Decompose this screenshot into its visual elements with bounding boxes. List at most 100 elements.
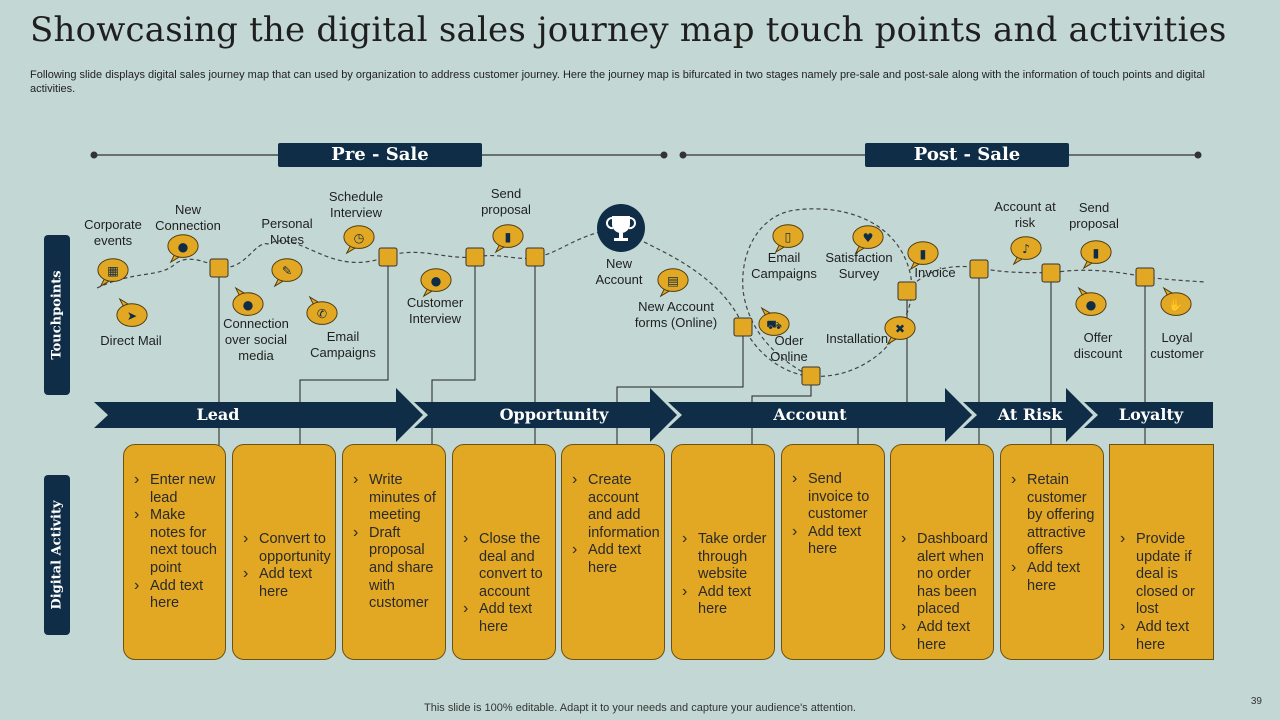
tp-label-new-account-forms: New Account forms (Online) — [634, 299, 718, 330]
pre-sale-line-end-dot — [660, 151, 668, 159]
stage-name-loyalty: Loyalty — [1118, 405, 1184, 424]
path-node-2 — [378, 247, 398, 267]
stage-name-lead: Lead — [196, 405, 240, 424]
band-at-risk — [963, 388, 1093, 442]
path-nodes — [209, 247, 1155, 386]
tp-label-new-connection: New Connection — [155, 202, 221, 233]
tp-label-account-at-risk: Account at risk — [994, 199, 1056, 230]
svg-text:✆: ✆ — [317, 307, 327, 321]
svg-text:●: ● — [1086, 298, 1097, 312]
tp-label-corporate-events: Corporate events — [84, 217, 142, 248]
stage-post-sale: Post - Sale — [865, 143, 1069, 167]
post-sale-line-end-dot — [1194, 151, 1202, 159]
tools-icon: ✖ — [883, 312, 917, 346]
activity-card-1: Enter new lead Make notes for next touch… — [123, 444, 226, 660]
activity-item: Add text here — [899, 618, 987, 654]
band-opportunity — [414, 388, 677, 442]
stage-name-opportunity: Opportunity — [499, 405, 609, 424]
tp-label-send-proposal-2: Send proposal — [1069, 200, 1119, 231]
path-node-5 — [733, 317, 753, 337]
side-tab-digital-activity: Digital Activity — [44, 475, 70, 635]
activity-item: Add text here — [790, 523, 878, 559]
invoice-icon: ▮ — [906, 237, 940, 271]
activity-card-3: Write minutes of meeting Draft proposal … — [342, 444, 446, 660]
chat-icon: ● — [231, 286, 265, 318]
activity-item: Enter new lead — [132, 471, 219, 507]
svg-text:▮: ▮ — [920, 247, 927, 261]
document-icon: ▮ — [1079, 236, 1113, 270]
tp-label-personal-notes: Personal Notes — [261, 216, 313, 247]
path-node-3 — [465, 247, 485, 267]
activity-card-4: Close the deal and convert to account Ad… — [452, 444, 556, 660]
tp-label-direct-mail: Direct Mail — [100, 333, 162, 348]
trophy-icon — [606, 216, 636, 241]
activity-item: Draft proposal and share with customer — [351, 524, 439, 613]
svg-text:◷: ◷ — [354, 231, 365, 245]
activity-item: Add text here — [241, 565, 329, 601]
svg-text:✖: ✖ — [895, 322, 905, 336]
band-loyalty — [1084, 402, 1213, 428]
svg-text:⛟: ⛟ — [766, 318, 781, 332]
activity-card-8: Dashboard alert when no order has been p… — [890, 444, 994, 660]
handshake-icon: ✋ — [1159, 286, 1193, 318]
path-node-9 — [1041, 263, 1061, 283]
path-node-10 — [1135, 267, 1155, 287]
phone-icon: ✆ — [305, 295, 339, 327]
svg-text:✋: ✋ — [1168, 297, 1183, 312]
page-subtitle: Following slide displays digital sales j… — [30, 69, 1205, 95]
cart-icon: ⛟ — [757, 306, 791, 338]
pre-sale-line-start-dot — [90, 151, 98, 159]
form-icon: ▤ — [656, 264, 690, 298]
journey-path-tail — [906, 265, 1206, 292]
send-icon: ➤ — [115, 297, 149, 329]
user-icon: ● — [166, 230, 200, 264]
svg-text:➤: ➤ — [127, 309, 137, 323]
tp-label-invoice: Invoice — [914, 265, 956, 280]
svg-text:▯: ▯ — [785, 230, 792, 244]
stage-name-at-risk: At Risk — [997, 405, 1063, 424]
document-icon: ▮ — [491, 220, 525, 254]
svg-text:▮: ▮ — [505, 230, 512, 244]
tp-label-satisfaction-survey: Satisfaction Survey — [825, 250, 893, 281]
svg-text:▮: ▮ — [1093, 246, 1100, 260]
activity-item: Make notes for next touch point — [132, 506, 219, 577]
svg-text:●: ● — [243, 298, 254, 312]
tp-label-customer-interview: Customer Interview — [406, 295, 464, 326]
tp-label-email-campaigns-1: Email Campaigns — [310, 329, 376, 360]
path-node-4 — [525, 247, 545, 267]
tp-label-oder-online: Oder Online — [770, 333, 808, 364]
activity-item: Add text here — [680, 583, 768, 619]
discount-icon: ● — [1074, 286, 1108, 318]
page-number: 39 — [1250, 696, 1262, 707]
band-lead — [94, 388, 423, 442]
svg-text:✎: ✎ — [282, 264, 292, 278]
side-tab-touchpoints: Touchpoints — [44, 235, 70, 395]
svg-text:♥: ♥ — [863, 231, 874, 245]
activity-item: Take order through website — [680, 530, 768, 584]
activity-item: Add text here — [570, 541, 658, 577]
bell-icon: ♪ — [1009, 232, 1043, 266]
activity-item: Close the deal and convert to account — [461, 530, 549, 601]
activity-card-6: Take order through website Add text here — [671, 444, 775, 660]
journey-band — [94, 388, 1213, 442]
path-node-1 — [209, 258, 229, 278]
path-node-7 — [897, 281, 917, 301]
heart-icon: ♥ — [851, 221, 885, 255]
tp-label-email-campaigns-2: Email Campaigns — [751, 250, 817, 281]
activity-item: Write minutes of meeting — [351, 471, 439, 525]
activity-card-2: Convert to opportunity Add text here — [232, 444, 336, 660]
path-node-6 — [801, 366, 821, 386]
activity-item: Provide update if deal is closed or lost — [1118, 530, 1207, 619]
journey-path — [96, 208, 913, 377]
path-node-8 — [969, 259, 989, 279]
activity-item: Send invoice to customer — [790, 470, 878, 524]
clock-icon: ◷ — [342, 221, 376, 255]
tp-label-new-account: New Account — [595, 256, 643, 287]
activity-item: Add text here — [461, 600, 549, 636]
band-account — [668, 388, 972, 442]
stage-name-account: Account — [773, 405, 847, 424]
footer-note: This slide is 100% editable. Adapt it to… — [424, 702, 856, 714]
tp-label-schedule-interview: Schedule Interview — [328, 189, 384, 220]
tp-label-connection-social: Connection over social media — [223, 316, 289, 363]
svg-text:▦: ▦ — [107, 264, 119, 278]
